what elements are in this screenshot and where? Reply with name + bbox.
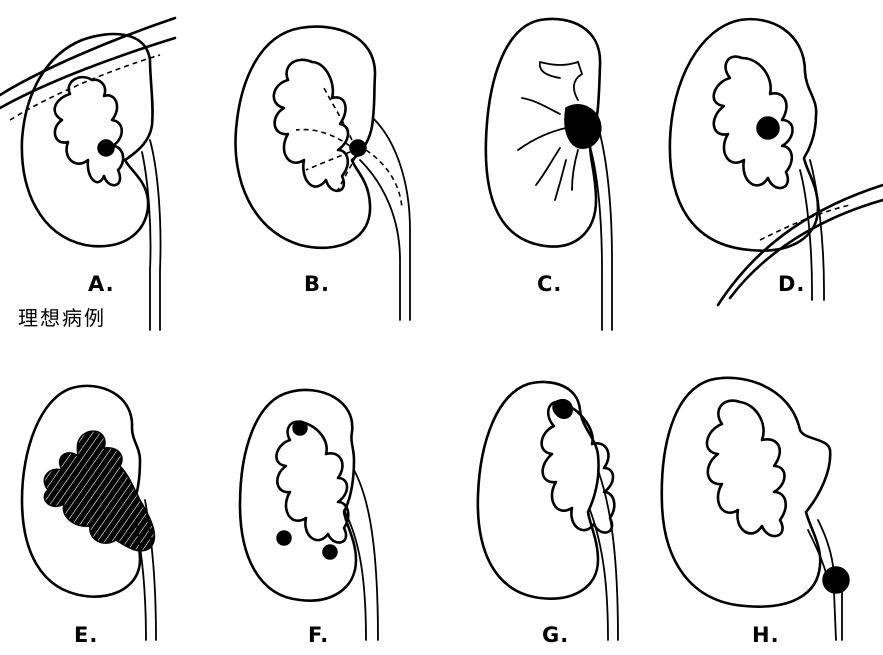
rib — [0, 38, 175, 108]
stone-path-arrow — [366, 150, 402, 208]
ureter — [834, 592, 836, 640]
panel-g-kidney — [478, 382, 618, 640]
ureter — [344, 510, 366, 640]
stone-marker — [277, 531, 291, 545]
panel-label-c: C. — [537, 272, 562, 296]
ureter — [150, 140, 161, 330]
kidney-outline — [662, 378, 830, 607]
panel-label-b: B. — [304, 272, 330, 296]
renal-pelvis-outline — [714, 57, 793, 188]
stone-marker — [553, 400, 572, 419]
renal-pelvis-outline — [707, 401, 786, 536]
renal-pelvis-outline — [542, 401, 615, 532]
panel-h-kidney — [662, 378, 849, 640]
panel-d-kidney — [670, 19, 883, 305]
panel-e-kidney — [22, 386, 156, 640]
stone-marker — [98, 140, 114, 156]
ureter — [373, 118, 410, 320]
stone-marker — [823, 567, 849, 593]
stone-marker — [323, 545, 337, 559]
panel-label-g: G. — [542, 623, 569, 647]
panel-label-e: E. — [74, 623, 98, 647]
ureter — [142, 152, 151, 330]
panel-label-d: D. — [778, 272, 805, 296]
rib-dashed — [760, 205, 850, 240]
renal-pelvis-outline — [276, 422, 348, 543]
staghorn-stone — [565, 105, 601, 148]
panel-f-kidney — [240, 390, 378, 640]
panel-label-h: H. — [752, 623, 780, 647]
renal-pelvis-outline — [274, 60, 348, 191]
ureter — [596, 120, 612, 330]
panel-label-a: A. — [88, 272, 115, 296]
panel-note-a: 理想病例 — [18, 302, 106, 331]
kidney-outline — [670, 19, 818, 250]
stone-marker — [757, 117, 779, 139]
stone-path-arrow — [306, 152, 350, 170]
kidney-outline — [22, 34, 153, 246]
rib-dashed — [10, 55, 160, 120]
ureter — [588, 140, 602, 330]
panel-label-f: F. — [308, 623, 329, 647]
stone-marker — [350, 140, 366, 156]
stone-marker — [293, 421, 307, 435]
renal-pelvis-outline — [55, 77, 123, 185]
stone-path-arrow — [296, 130, 350, 146]
